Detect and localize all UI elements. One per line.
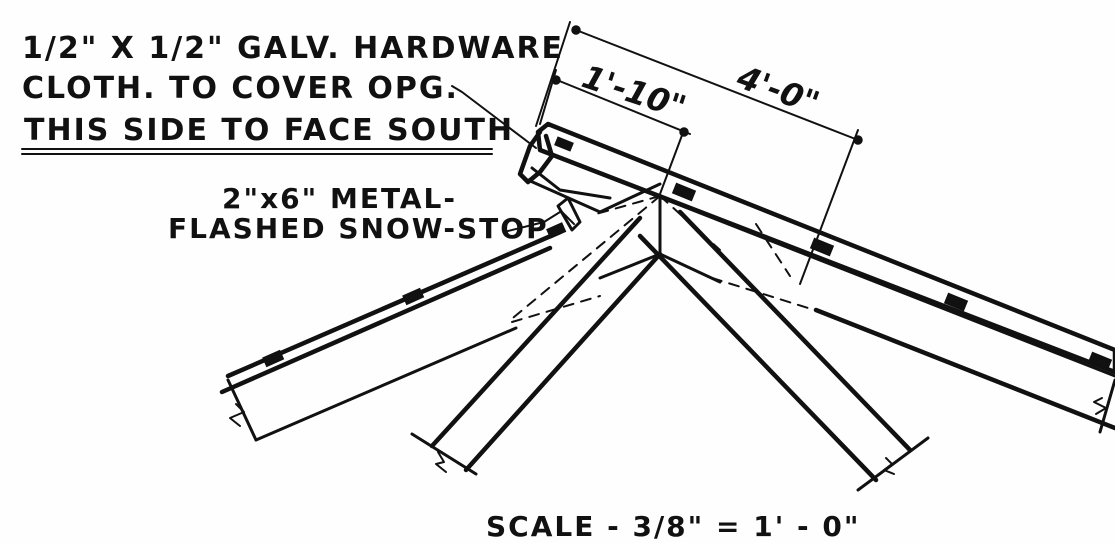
snow-stop-leader <box>503 211 561 233</box>
hidden-lines <box>507 195 809 323</box>
left-strut <box>410 215 663 476</box>
face-south-label: THIS SIDE TO FACE SOUTH <box>24 113 514 148</box>
snow-stop-label-line1: 2"x6" METAL- <box>222 182 457 215</box>
dimension-long-text: 4'-0" <box>731 57 824 122</box>
snow-stop <box>556 196 582 232</box>
right-roof-panel <box>535 121 1115 434</box>
hardware-cloth-label-line2: CLOTH. TO COVER OPG. <box>22 71 459 106</box>
hardware-cloth-leader <box>451 85 537 149</box>
left-roof-panel <box>219 222 567 442</box>
snow-stop-label-line2: FLASHED SNOW-STOP <box>168 212 549 245</box>
scale-label: SCALE - 3/8" = 1' - 0" <box>486 510 860 543</box>
hardware-cloth-label-line1: 1/2" X 1/2" GALV. HARDWARE <box>22 31 564 66</box>
right-strut <box>637 209 930 492</box>
